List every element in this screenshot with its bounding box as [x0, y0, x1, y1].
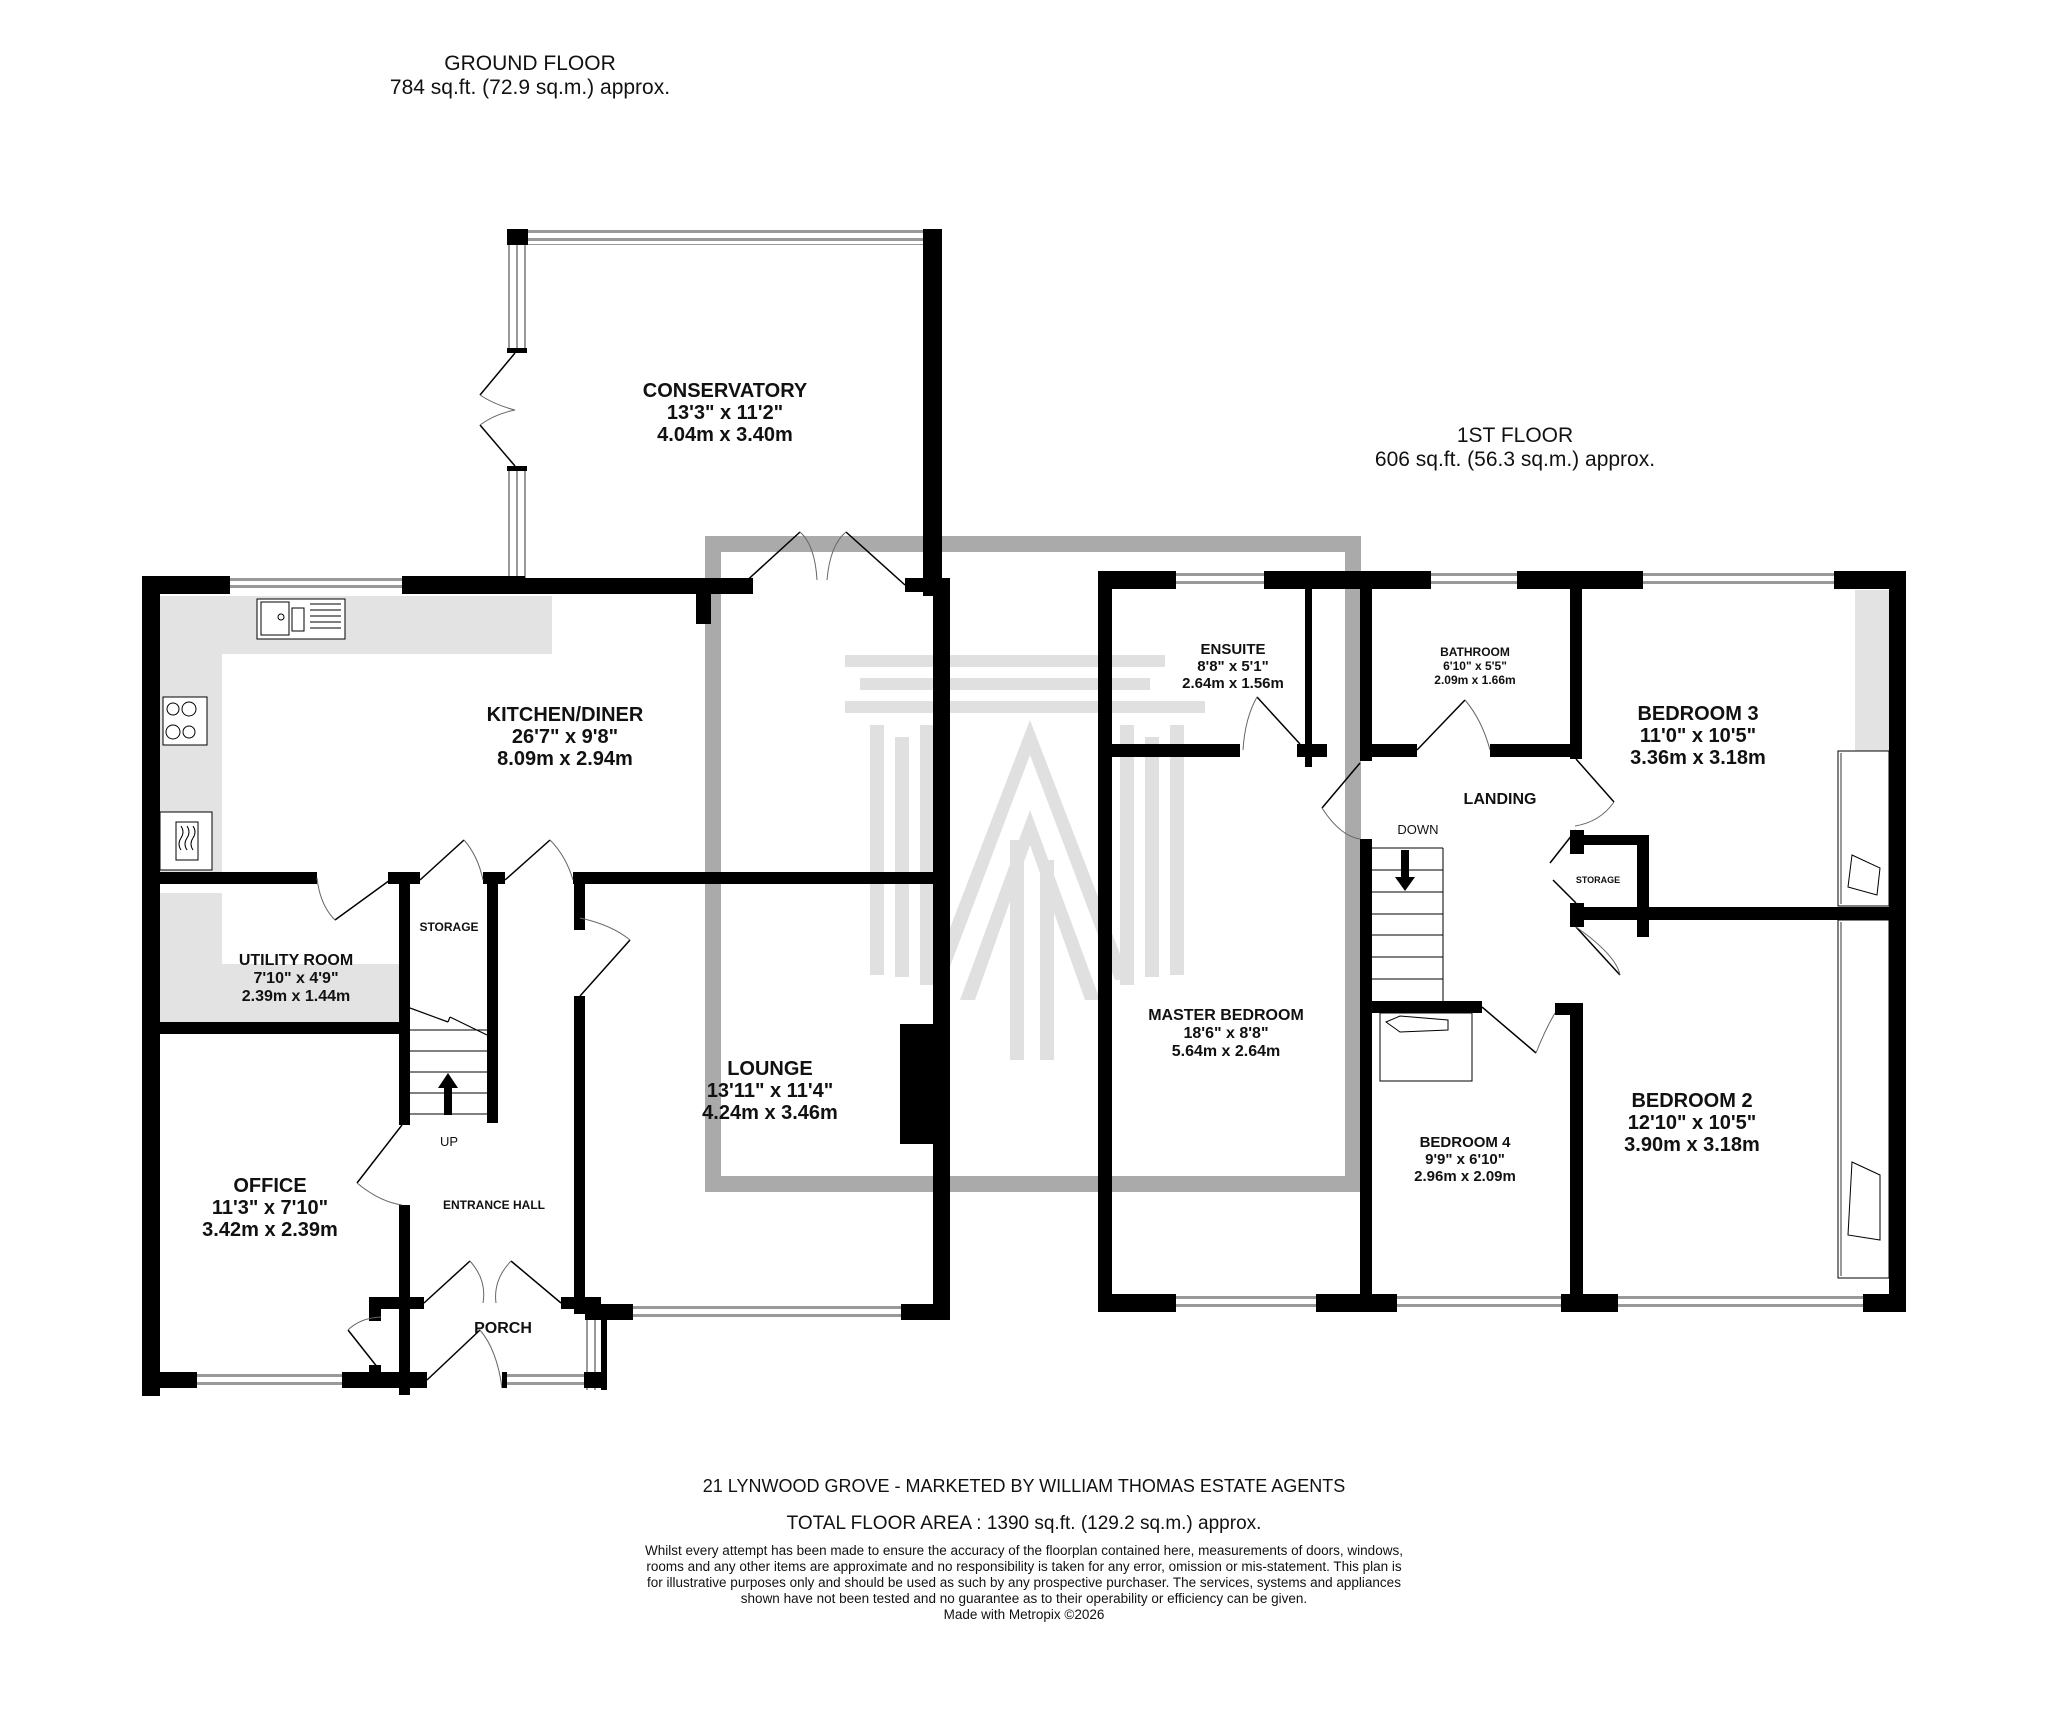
room-ensuite: ENSUITE 8'8" x 5'1" 2.64m x 1.56m: [1182, 641, 1284, 692]
footer-address: 21 LYNWOOD GROVE - MARKETED BY WILLIAM T…: [702, 1476, 1346, 1496]
room-kitchen-diner: KITCHEN/DINER 26'7" x 9'8" 8.09m x 2.94m: [486, 704, 644, 770]
first-floor-area: 606 sq.ft. (56.3 sq.m.) approx.: [1374, 448, 1656, 471]
stairs-up-label: UP: [439, 1134, 459, 1149]
ground-floor-heading: GROUND FLOOR 784 sq.ft. (72.9 sq.m.) app…: [360, 52, 700, 100]
first-floor-heading: 1ST FLOOR 606 sq.ft. (56.3 sq.m.) approx…: [1340, 424, 1690, 472]
room-bedroom-4: BEDROOM 4 9'9" x 6'10" 2.96m x 2.09m: [1414, 1134, 1516, 1185]
footer-total-area: TOTAL FLOOR AREA : 1390 sq.ft. (129.2 sq…: [786, 1513, 1262, 1534]
room-entrance-hall: ENTRANCE HALL: [443, 1198, 545, 1212]
kitchen-sink-icon: [256, 598, 346, 640]
bedroom3-chair-icon: [1847, 854, 1881, 896]
room-lounge: LOUNGE 13'11" x 11'4" 4.24m x 3.46m: [702, 1058, 838, 1124]
first-floor-plan: [1098, 571, 1906, 1312]
room-bedroom-2: BEDROOM 2 12'10" x 10'5" 3.90m x 3.18m: [1624, 1090, 1760, 1156]
conservatory-walls: [479, 229, 942, 589]
room-conservatory: CONSERVATORY 13'3" x 11'2" 4.04m x 3.40m: [642, 380, 808, 446]
first-floor-title: 1ST FLOOR: [1456, 424, 1574, 447]
room-landing: LANDING: [1463, 791, 1537, 808]
hob-icon: [162, 696, 208, 746]
room-porch: PORCH: [474, 1320, 532, 1337]
stairs-down: [1372, 847, 1444, 1001]
room-storage-ground: STORAGE: [419, 920, 479, 934]
bedroom2-chair-icon: [1847, 1161, 1881, 1241]
footer: 21 LYNWOOD GROVE - MARKETED BY WILLIAM T…: [0, 1476, 2048, 1623]
footer-credit: Made with Metropix ©2026: [943, 1607, 1105, 1622]
stairs-down-label: DOWN: [1397, 822, 1439, 837]
stairs-up: [409, 1007, 488, 1115]
room-master-bedroom: MASTER BEDROOM 18'6" x 8'8" 5.64m x 2.64…: [1148, 1007, 1304, 1060]
washing-machine-icon: [159, 811, 213, 871]
room-utility: UTILITY ROOM 7'10" x 4'9" 2.39m x 1.44m: [238, 952, 354, 1005]
room-bathroom: BATHROOM 6'10" x 5'5" 2.09m x 1.66m: [1434, 645, 1516, 687]
room-bedroom-3: BEDROOM 3 11'0" x 10'5" 3.36m x 3.18m: [1630, 703, 1766, 769]
ground-floor-plan: [142, 229, 950, 1396]
room-office: OFFICE 11'3" x 7'10" 3.42m x 2.39m: [202, 1175, 338, 1241]
footer-disclaimer: Whilst every attempt has been made to en…: [645, 1543, 1403, 1606]
ground-floor-title: GROUND FLOOR: [444, 52, 616, 75]
ground-floor-area: 784 sq.ft. (72.9 sq.m.) approx.: [389, 76, 671, 99]
room-storage-first: STORAGE: [1575, 875, 1621, 885]
